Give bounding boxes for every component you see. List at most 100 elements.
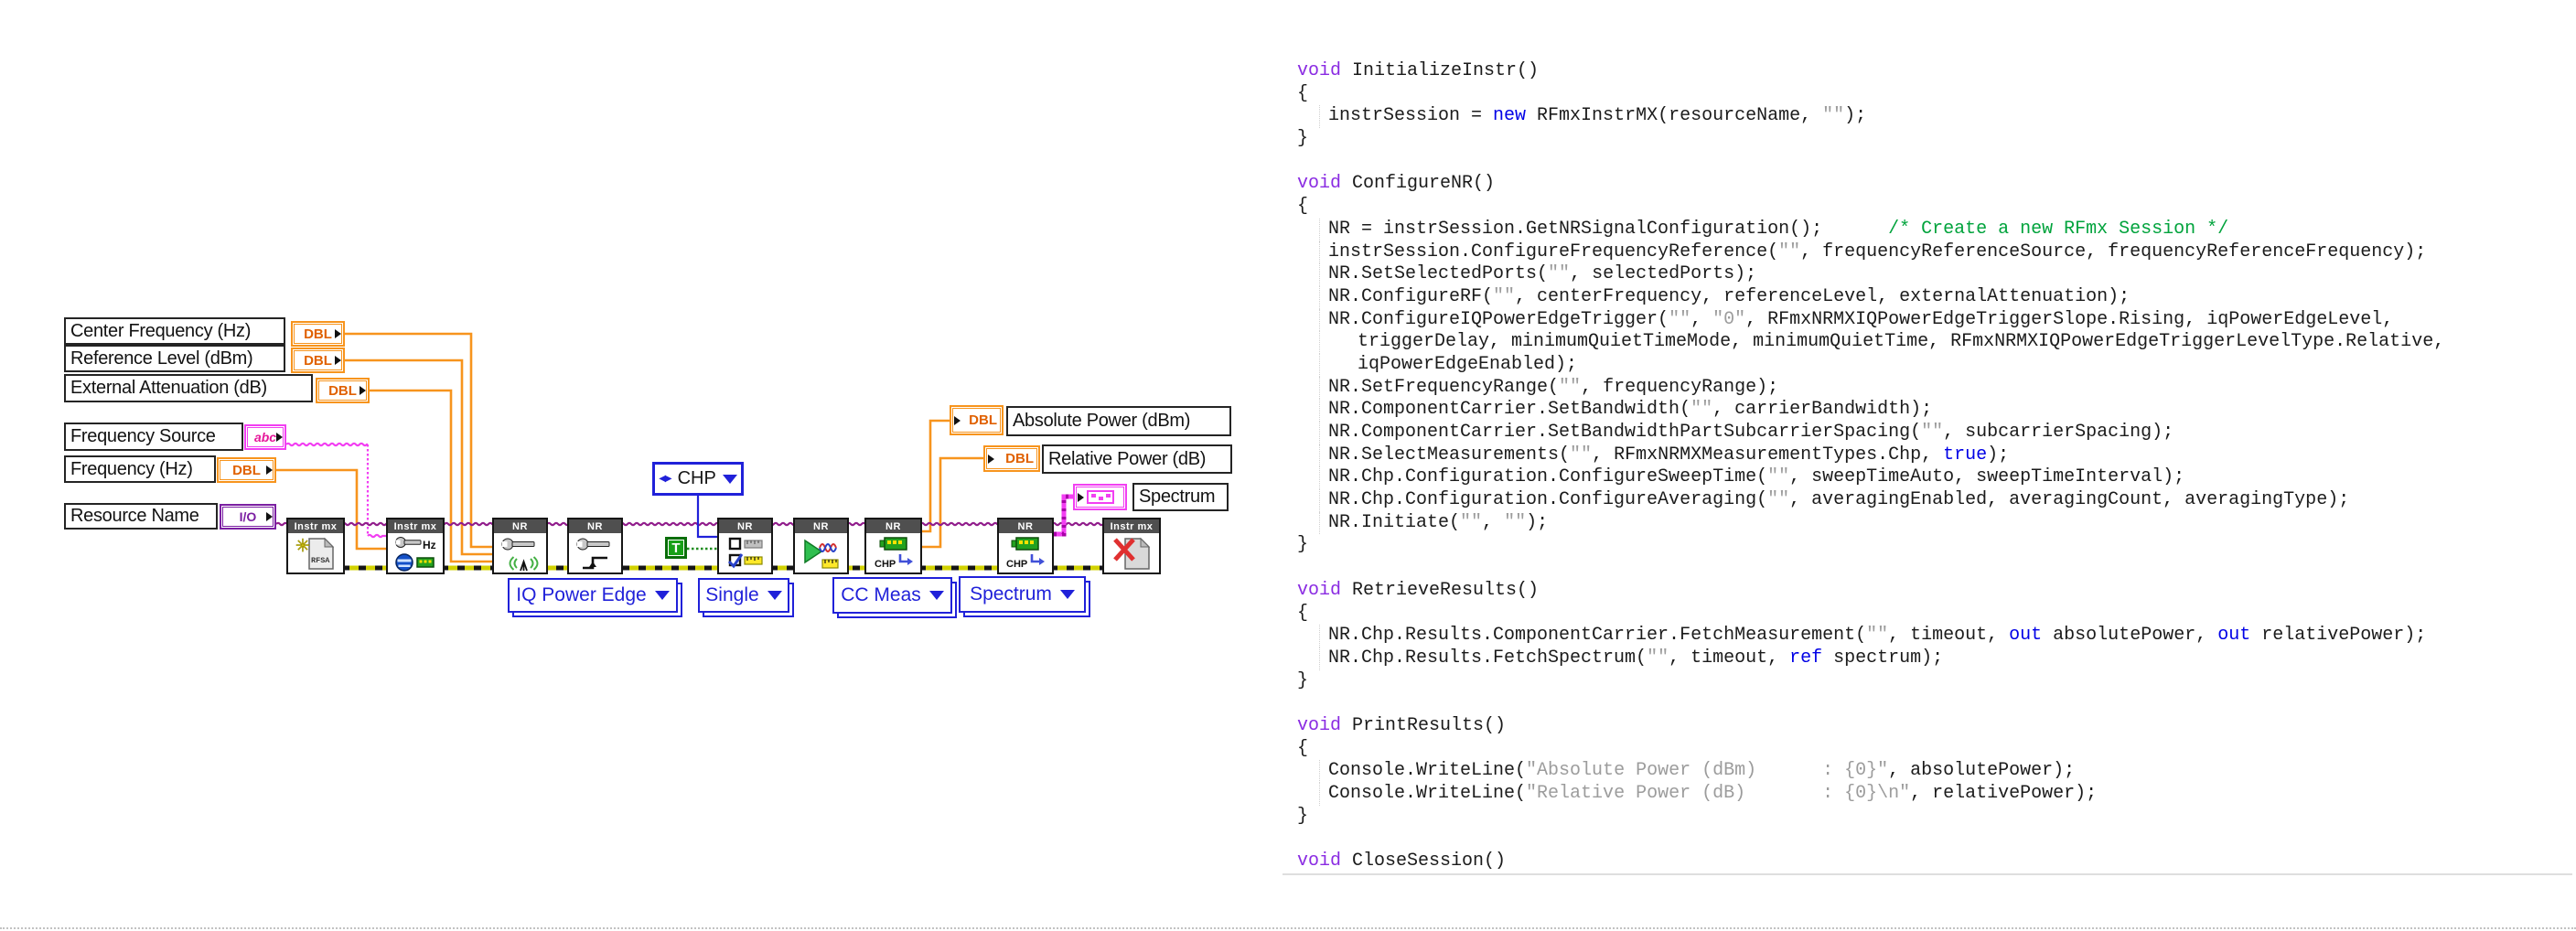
code-token: NR.Initiate( bbox=[1328, 511, 1461, 533]
code-token: NR.ComponentCarrier.SetBandwidth( bbox=[1328, 399, 1691, 421]
code-token: InitializeInstr() bbox=[1341, 60, 1540, 81]
code-token: "Relative Power (dB) : {0}\n" bbox=[1526, 783, 1911, 804]
enum-label: CHP bbox=[677, 468, 716, 488]
node-initiate[interactable]: NR bbox=[793, 518, 849, 574]
indicator-label-absolute-power: Absolute Power (dBm) bbox=[1006, 406, 1231, 436]
node-header: Instr mx bbox=[1104, 519, 1159, 533]
node-header: Instr mx bbox=[288, 519, 343, 533]
code-token: , carrierBandwidth); bbox=[1712, 399, 1933, 421]
code-token: NR.ComponentCarrier.SetBandwidthPartSubc… bbox=[1328, 422, 1922, 443]
node-close-session[interactable]: Instr mx bbox=[1102, 518, 1161, 574]
code-token: "" bbox=[1822, 105, 1845, 127]
code-token: , bbox=[1690, 308, 1713, 330]
selector-measurement-mode[interactable]: Single bbox=[698, 578, 789, 613]
node-header: NR bbox=[719, 519, 771, 533]
output-arrow-icon bbox=[276, 433, 283, 442]
new-session-rfsa-icon: RFSA ✳ bbox=[295, 536, 335, 570]
node-configure-iq-power-edge-trigger[interactable]: NR bbox=[567, 518, 623, 574]
terminal-center-frequency[interactable]: DBL bbox=[291, 321, 345, 347]
node-fetch-measurement[interactable]: NR CHP bbox=[864, 518, 922, 574]
boolean-label: T bbox=[671, 540, 681, 556]
code-line: NR.ConfigureIQPowerEdgeTrigger("", "0", … bbox=[1297, 308, 2444, 332]
code-token: "" bbox=[1559, 376, 1582, 398]
code-bottom-rule bbox=[1283, 873, 2572, 875]
csharp-code-panel: void InitializeInstr(){instrSession = ne… bbox=[1297, 60, 2444, 873]
terminal-absolute-power[interactable]: DBL bbox=[950, 405, 1004, 435]
boolean-true-constant[interactable]: T bbox=[665, 537, 687, 559]
code-token: } bbox=[1297, 128, 1309, 150]
control-label-center-frequency: Center Frequency (Hz) bbox=[64, 317, 285, 345]
node-configure-frequency-reference[interactable]: Instr mx Hz bbox=[386, 518, 445, 574]
control-label-resource-name: Resource Name bbox=[64, 503, 218, 530]
code-line bbox=[1297, 557, 2444, 580]
code-token: , selectedPorts); bbox=[1570, 263, 1757, 285]
configure-rf-antenna-icon bbox=[501, 538, 538, 571]
code-token: void bbox=[1297, 579, 1342, 601]
code-token: relativePower); bbox=[2250, 625, 2427, 647]
code-token: new bbox=[1493, 105, 1527, 127]
code-token: void bbox=[1297, 851, 1342, 872]
code-token: NR.SetFrequencyRange( bbox=[1328, 376, 1560, 398]
frequency-reference-icon: Hz bbox=[395, 536, 436, 572]
code-token: ConfigureNR() bbox=[1341, 173, 1496, 195]
code-line: NR.SetFrequencyRange("", frequencyRange)… bbox=[1297, 376, 2444, 400]
code-token: { bbox=[1297, 602, 1309, 624]
terminal-spectrum[interactable] bbox=[1073, 484, 1127, 510]
code-token: } bbox=[1297, 669, 1309, 691]
code-token: PrintResults() bbox=[1341, 714, 1507, 736]
code-line: } bbox=[1297, 806, 2444, 829]
code-token: , frequencyReferenceSource, frequencyRef… bbox=[1800, 241, 2427, 262]
selector-fetch-spectrum[interactable]: Spectrum bbox=[959, 576, 1086, 613]
selector-fetch-cc-meas[interactable]: CC Meas bbox=[832, 577, 952, 614]
code-token: ); bbox=[1526, 511, 1549, 533]
terminal-relative-power[interactable]: DBL bbox=[983, 445, 1040, 472]
control-label-frequency-hz: Frequency (Hz) bbox=[64, 455, 216, 483]
code-token: "" bbox=[1778, 241, 1801, 262]
code-token: absolutePower, bbox=[2042, 625, 2218, 647]
input-arrow-icon bbox=[988, 454, 994, 464]
code-line: NR.ConfigureRF("", centerFrequency, refe… bbox=[1297, 285, 2444, 309]
svg-text:✳: ✳ bbox=[295, 537, 310, 556]
selector-label: CC Meas bbox=[841, 584, 921, 605]
input-arrow-icon bbox=[954, 415, 961, 425]
terminal-frequency-source[interactable]: abc bbox=[244, 424, 286, 450]
enum-constant-chp[interactable]: ◀▶ CHP bbox=[652, 462, 744, 496]
code-token: instrSession.ConfigureFrequencyReference… bbox=[1328, 241, 1779, 262]
code-token: "" bbox=[1570, 444, 1593, 466]
code-token: "" bbox=[1866, 625, 1889, 647]
code-line: { bbox=[1297, 83, 2444, 106]
terminal-type: DBL bbox=[328, 382, 357, 399]
code-line: triggerDelay, minimumQuietTimeMode, mini… bbox=[1297, 331, 2444, 354]
output-arrow-icon bbox=[266, 466, 273, 475]
code-token: instrSession = bbox=[1328, 105, 1494, 127]
node-select-measurements[interactable]: NR bbox=[717, 518, 773, 574]
svg-text:Hz: Hz bbox=[423, 539, 436, 551]
node-initialize-instr[interactable]: Instr mx RFSA ✳ bbox=[286, 518, 345, 574]
terminal-resource-name[interactable]: I/O bbox=[220, 504, 276, 530]
selector-trigger-type[interactable]: IQ Power Edge bbox=[508, 578, 678, 613]
code-token: "" bbox=[1548, 263, 1571, 285]
selector-label: Single bbox=[705, 584, 759, 605]
node-configure-rf[interactable]: NR bbox=[492, 518, 548, 574]
terminal-reference-level[interactable]: DBL bbox=[291, 348, 345, 373]
selector-label: IQ Power Edge bbox=[516, 584, 647, 605]
code-line: { bbox=[1297, 603, 2444, 626]
indicator-label-relative-power: Relative Power (dB) bbox=[1042, 444, 1232, 474]
wire bbox=[1054, 494, 1074, 537]
code-token: NR.ConfigureRF( bbox=[1328, 285, 1494, 307]
page-bottom-edge bbox=[0, 927, 2576, 929]
code-line: void InitializeInstr() bbox=[1297, 60, 2444, 83]
code-token: RetrieveResults() bbox=[1341, 579, 1540, 601]
svg-text:CHP: CHP bbox=[1006, 559, 1027, 570]
code-token: , RFmxNRMXIQPowerEdgeTriggerSlope.Rising… bbox=[1745, 308, 2394, 330]
terminal-frequency-hz[interactable]: DBL bbox=[217, 457, 276, 483]
node-fetch-spectrum[interactable]: NR CHP bbox=[997, 518, 1054, 574]
code-token: , averagingEnabled, averagingCount, aver… bbox=[1789, 489, 2350, 511]
node-header: Instr mx bbox=[388, 519, 443, 533]
selector-label: Spectrum bbox=[970, 583, 1052, 605]
code-line bbox=[1297, 151, 2444, 174]
code-line: NR.Chp.Configuration.ConfigureAveraging(… bbox=[1297, 489, 2444, 512]
code-line: NR.ComponentCarrier.SetBandwidthPartSubc… bbox=[1297, 422, 2444, 444]
terminal-external-attenuation[interactable]: DBL bbox=[316, 378, 370, 403]
code-line bbox=[1297, 692, 2444, 715]
